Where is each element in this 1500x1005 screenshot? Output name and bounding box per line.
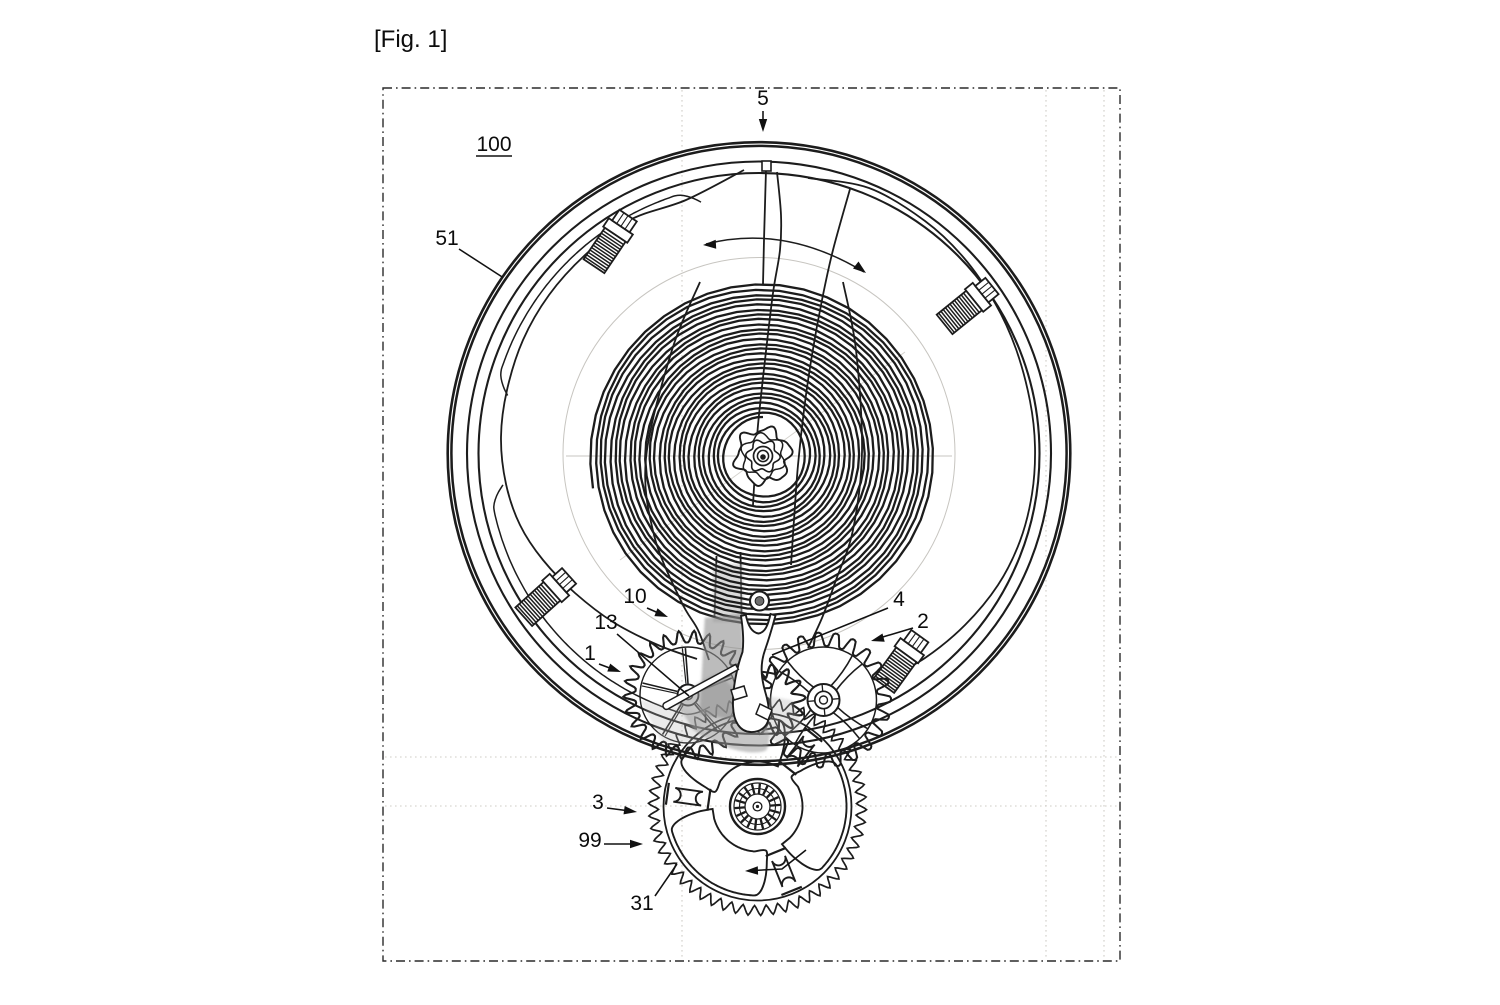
svg-text:3: 3: [592, 791, 604, 814]
svg-text:4: 4: [893, 588, 905, 611]
svg-text:100: 100: [476, 133, 511, 156]
svg-text:[Fig. 1]: [Fig. 1]: [374, 26, 447, 53]
svg-text:51: 51: [435, 227, 458, 250]
svg-text:31: 31: [630, 892, 653, 915]
svg-text:1: 1: [584, 642, 596, 665]
svg-text:99: 99: [578, 829, 601, 852]
svg-text:2: 2: [917, 610, 929, 633]
svg-text:10: 10: [623, 585, 646, 608]
svg-text:5: 5: [757, 87, 769, 110]
svg-text:13: 13: [594, 611, 617, 634]
